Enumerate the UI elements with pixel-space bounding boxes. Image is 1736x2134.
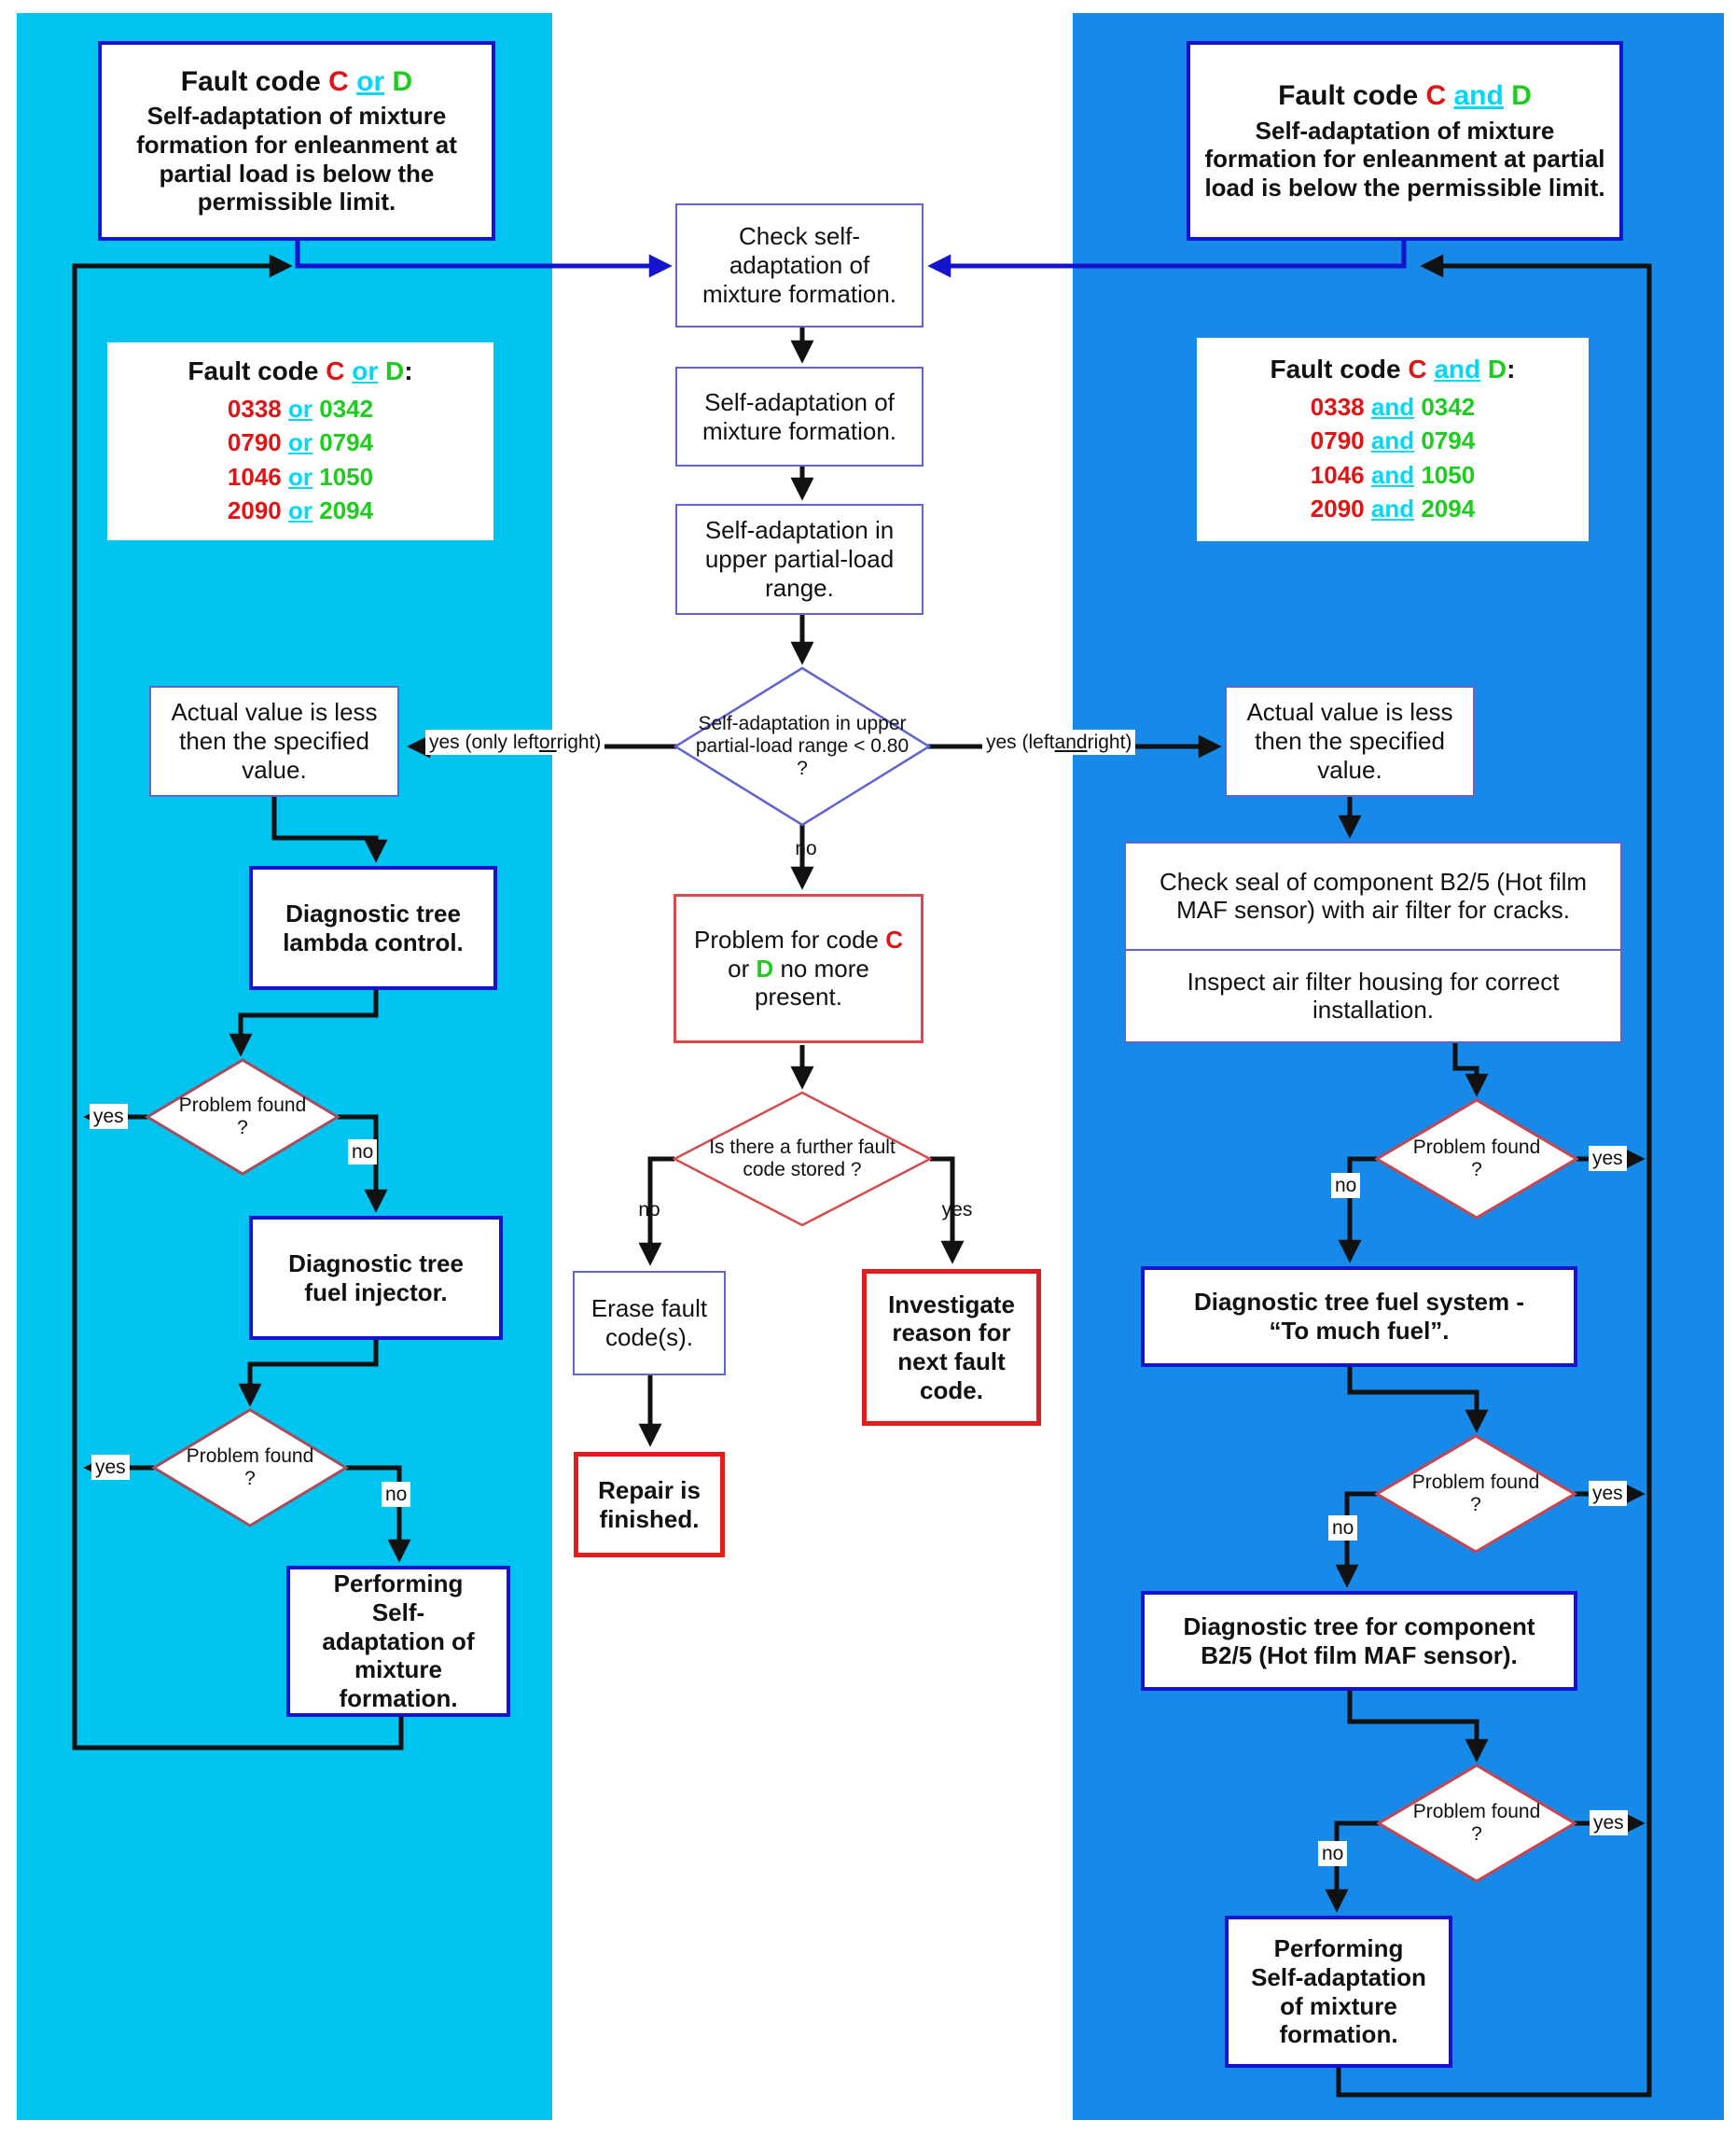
fault-code-row: 1046 and 1050 bbox=[1310, 460, 1476, 489]
right-2-no-label: no bbox=[1328, 1515, 1358, 1541]
performing-right-box: Performing Self-adaptation of mixture fo… bbox=[1225, 1916, 1452, 2068]
fault-code-row: 0790 or 0794 bbox=[227, 428, 374, 457]
decision-right-1 bbox=[1374, 1098, 1579, 1220]
fuel-system-line1: Diagnostic tree fuel system - bbox=[1194, 1288, 1524, 1317]
fault-code-row: 0338 or 0342 bbox=[227, 394, 374, 423]
problem-no-more-present-text: Problem for code C or D no more present. bbox=[694, 925, 903, 1011]
right-header-title: Fault code C and D bbox=[1278, 80, 1532, 112]
left-header-connector bbox=[295, 241, 673, 278]
performing-left-box: Performing Self-adaptation of mixture fo… bbox=[286, 1566, 510, 1717]
decision-upper-range bbox=[673, 666, 932, 827]
right-header-body: Self-adaptation of mixture formation for… bbox=[1204, 116, 1605, 202]
lambda-control-box: Diagnostic tree lambda control. bbox=[249, 866, 497, 990]
right-1-yes-label: yes bbox=[1589, 1146, 1627, 1171]
actual-value-right-box: Actual value is less then the specified … bbox=[1225, 686, 1475, 797]
yes-only-left-or-right-label: yes (only left or right) bbox=[425, 730, 605, 755]
repair-finished-box: Repair is finished. bbox=[574, 1452, 725, 1557]
left-1-no-label: no bbox=[348, 1139, 378, 1165]
left-header-body: Self-adaptation of mixture formation for… bbox=[136, 102, 457, 216]
right-codes-title: Fault code C and D: bbox=[1270, 354, 1516, 384]
fuel-system-box: Diagnostic tree fuel system - “To much f… bbox=[1141, 1266, 1577, 1367]
decision-left-1-label: Problem found ? bbox=[178, 1094, 307, 1138]
self-adaptation-box: Self-adaptation of mixture formation. bbox=[675, 367, 924, 467]
upper-partial-load-box: Self-adaptation in upper partial-load ra… bbox=[675, 504, 924, 615]
right-3-yes-label: yes bbox=[1590, 1810, 1628, 1835]
b25-component-box: Diagnostic tree for component B2/5 (Hot … bbox=[1141, 1591, 1577, 1691]
fault-code-row: 2090 or 2094 bbox=[227, 495, 374, 524]
decision-further-code-label: Is there a further fault code stored ? bbox=[709, 1136, 896, 1180]
fault-code-row: 2090 and 2094 bbox=[1310, 494, 1476, 523]
left-2-no-label: no bbox=[382, 1482, 411, 1507]
left-2-yes-label: yes bbox=[91, 1455, 130, 1480]
right-2-yes-label: yes bbox=[1589, 1481, 1627, 1506]
left-feedback-loop bbox=[72, 254, 404, 1750]
fuel-injector-box: Diagnostic tree fuel injector. bbox=[249, 1216, 503, 1340]
actual-value-left-box: Actual value is less then the specified … bbox=[149, 686, 399, 797]
fuel-system-line2: “To much fuel”. bbox=[1269, 1317, 1450, 1345]
left-codes-title: Fault code C or D: bbox=[187, 356, 413, 385]
check-seal-cell: Check seal of component B2/5 (Hot film M… bbox=[1159, 867, 1588, 925]
decision-right-1-label: Problem found ? bbox=[1412, 1136, 1541, 1180]
decision-right-3-label: Problem found ? bbox=[1412, 1800, 1541, 1845]
right-header-connector bbox=[927, 241, 1407, 278]
yes-left-and-right-label: yes (left and right) bbox=[982, 730, 1136, 755]
decision-right-2-label: Problem found ? bbox=[1411, 1471, 1540, 1515]
further-no-label: no bbox=[638, 1199, 660, 1220]
erase-fault-codes-box: Erase fault code(s). bbox=[573, 1271, 726, 1375]
check-self-adaptation-box: Check self-adaptation of mixture formati… bbox=[675, 203, 924, 328]
decision-further-code bbox=[672, 1091, 933, 1227]
decision-right-3 bbox=[1376, 1764, 1577, 1883]
decision-left-1 bbox=[145, 1058, 340, 1176]
fault-code-row: 0790 and 0794 bbox=[1310, 426, 1476, 455]
problem-no-more-present-box: Problem for code C or D no more present. bbox=[674, 894, 924, 1043]
inspect-housing-cell: Inspect air filter housing for correct i… bbox=[1126, 948, 1620, 1041]
decision-left-2-label: Problem found ? bbox=[186, 1444, 314, 1489]
right-3-no-label: no bbox=[1318, 1841, 1348, 1866]
decision-upper-range-label: Self-adaptation in upper partial-load ra… bbox=[695, 712, 910, 780]
right-1-no-label: no bbox=[1331, 1173, 1361, 1198]
left-fault-code-list: Fault code C or D: 0338 or 0342 0790 or … bbox=[107, 342, 493, 540]
fault-code-row: 1046 or 1050 bbox=[227, 462, 374, 491]
decision-right-2 bbox=[1374, 1434, 1577, 1554]
investigate-reason-box: Investigate reason for next fault code. bbox=[862, 1269, 1041, 1426]
no-label-main: no bbox=[795, 838, 817, 859]
left-header-title: Fault code C or D bbox=[180, 65, 413, 97]
right-fault-code-list: Fault code C and D: 0338 and 0342 0790 a… bbox=[1197, 338, 1589, 541]
fault-code-row: 0338 and 0342 bbox=[1310, 392, 1476, 421]
further-yes-label: yes bbox=[941, 1199, 973, 1220]
seal-check-stacked-box: Check seal of component B2/5 (Hot film M… bbox=[1124, 842, 1622, 1043]
left-header-box: Fault code C or D Self-adaptation of mix… bbox=[98, 41, 495, 241]
right-header-box: Fault code C and D Self-adaptation of mi… bbox=[1187, 41, 1623, 241]
left-1-yes-label: yes bbox=[90, 1104, 128, 1129]
right-feedback-loop bbox=[1336, 254, 1652, 2098]
decision-left-2 bbox=[151, 1408, 349, 1527]
